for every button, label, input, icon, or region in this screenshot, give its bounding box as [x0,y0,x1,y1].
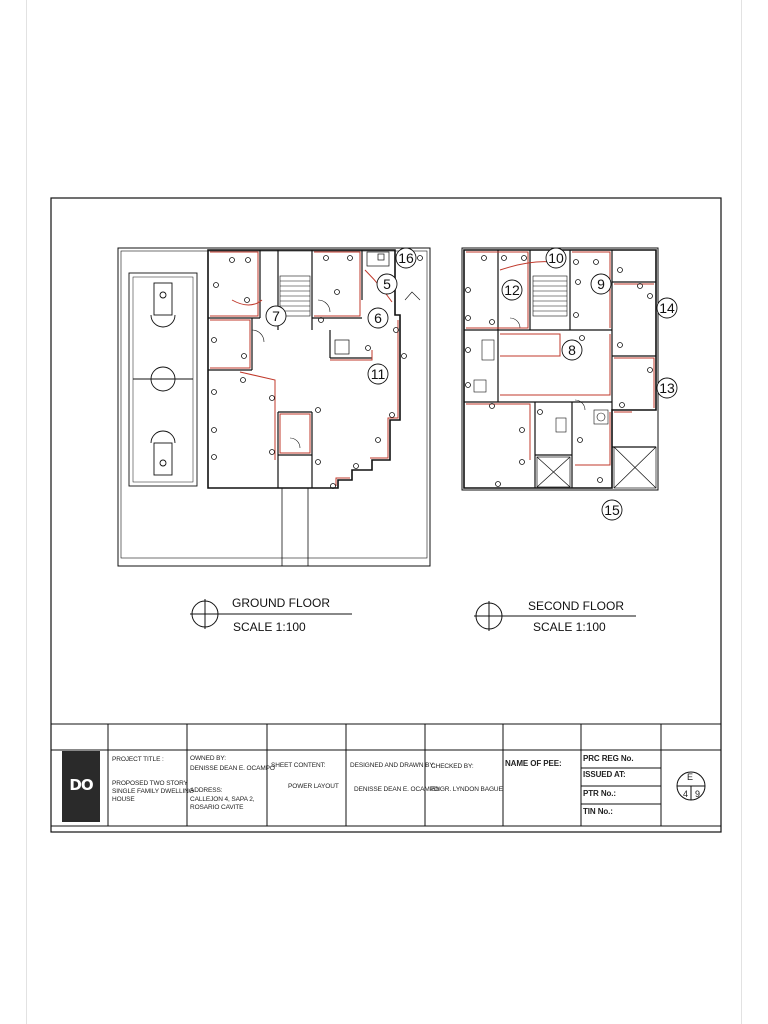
circuit-tag-6: 6 [374,310,382,326]
checked-by-value: ENGR. LYNDON BAGUE [431,786,503,793]
circuit-tag-10: 10 [548,250,564,266]
owned-by-label: OWNED BY: [190,755,226,762]
project-title-line-1: PROPOSED TWO STORY [112,780,188,787]
ground-floor-title: GROUND FLOOR [232,596,330,610]
second-floor-circuits [466,251,655,466]
ground-floor-title-mark [190,599,352,629]
prc-reg-label: PRC REG No. [583,754,634,763]
circuit-tag-16: 16 [398,250,414,266]
sheet-number: 4 [683,789,688,799]
circuit-tag-7: 7 [272,308,280,324]
pee-name-label: NAME OF PEE: [505,759,562,768]
circuit-tag-8: 8 [568,342,576,358]
project-title-line-3: HOUSE [112,796,135,803]
logo-mark: DO [69,776,93,794]
second-floor-scale: SCALE 1:100 [533,620,606,634]
circuit-tag-13: 13 [659,380,675,396]
ground-floor-scale: SCALE 1:100 [233,620,306,634]
firm-logo: DO [62,751,100,822]
circuit-tag-9: 9 [597,276,605,292]
tin-no-label: TIN No.: [583,807,613,816]
second-floor-outlets [465,255,653,487]
sheet-total: 9 [695,789,700,799]
designed-by-label: DESIGNED AND DRAWN BY: [350,762,435,769]
sheet-content-value: POWER LAYOUT [288,783,339,790]
circuit-tag-12: 12 [504,282,520,298]
checked-by-label: CHECKED BY: [431,763,474,770]
designed-by-value: DENISSE DEAN E. OCAMPO [354,786,439,793]
sheet-content-label: SHEET CONTENT: [271,762,326,769]
circuit-tag-5: 5 [383,276,391,292]
owned-by-value: DENISSE DEAN E. OCAMPO [190,765,275,772]
ground-floor-plan [117,247,431,567]
page-edge-right [741,0,742,1024]
circuit-tag-circles [265,247,678,521]
second-floor-title-mark [474,601,636,631]
address-label: ADDRESS: [190,787,223,794]
issued-at-label: ISSUED AT: [583,770,626,779]
ptr-no-label: PTR No.: [583,789,616,798]
project-title-line-2: SINGLE FAMILY DWELLING [112,788,194,795]
second-stairs [532,275,568,317]
sheet-letter: E [687,772,693,782]
ground-floor-outlets [211,255,423,489]
title-block-grid [51,723,721,827]
address-line-2: ROSARIO CAVITE [190,804,244,811]
ground-floor-exterior-wall [207,249,401,489]
page-edge-left [26,0,27,1024]
address-line-1: CALLEJON 4, SAPA 2, [190,796,255,803]
setback-line [120,250,428,559]
second-floor-boundary [461,247,659,491]
project-title-label: PROJECT TITLE : [112,756,164,763]
circuit-tag-15: 15 [604,502,620,518]
lot-boundary [117,247,431,567]
second-floor-title: SECOND FLOOR [528,599,624,613]
circuit-tag-14: 14 [659,300,675,316]
second-floor-plan [461,247,659,491]
circuit-tags: 5 6 7 11 16 8 9 10 12 13 14 15 [272,250,675,518]
sheet-border [50,197,722,833]
circuit-tag-11: 11 [371,366,386,382]
basketball-court [128,272,198,487]
